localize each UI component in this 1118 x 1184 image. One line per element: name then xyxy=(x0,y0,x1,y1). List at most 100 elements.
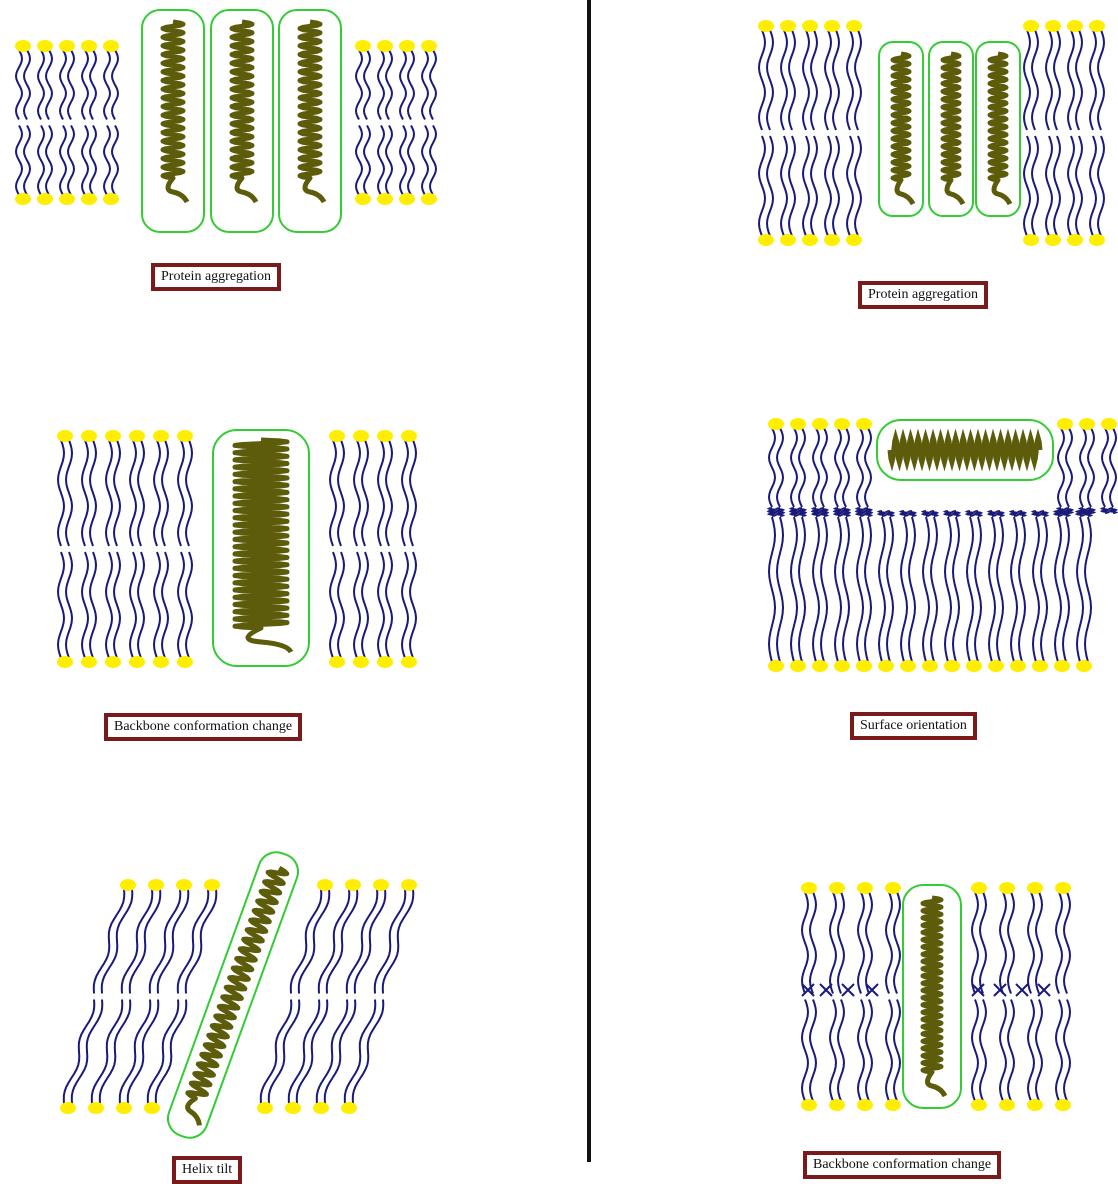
lipid-tail xyxy=(972,1000,978,1102)
lipid-head xyxy=(999,1099,1015,1111)
helix xyxy=(179,865,292,1125)
lipid-tail xyxy=(857,511,863,516)
lipid-head xyxy=(829,1099,845,1111)
lipid-head xyxy=(824,234,840,246)
lipid-tail xyxy=(297,1000,328,1105)
lipid-tail xyxy=(82,126,88,196)
lipid-head xyxy=(399,193,415,205)
lipid-tail xyxy=(830,1000,836,1102)
lipid-head xyxy=(802,234,818,246)
lipid-tail xyxy=(104,50,110,120)
lipid-tail xyxy=(1036,1000,1042,1102)
lipid-tail xyxy=(114,552,120,658)
lipid-tail xyxy=(66,440,72,546)
lipid-tail xyxy=(158,889,189,994)
lipid-tail xyxy=(865,517,871,662)
lipid-tail xyxy=(1058,428,1064,507)
lipid-head xyxy=(1101,418,1117,430)
helix xyxy=(890,438,1040,462)
lipid-tail xyxy=(866,1000,872,1102)
lipid-tail xyxy=(1077,517,1083,662)
lipid-tail xyxy=(1055,517,1061,662)
lipid-tail xyxy=(386,50,392,120)
lipid-head xyxy=(834,418,850,430)
lipid-tail xyxy=(1068,30,1074,130)
lipid-tail xyxy=(112,50,118,120)
lipid-tail xyxy=(887,517,893,662)
lipid-tail xyxy=(130,552,136,658)
lipid-tail xyxy=(1011,511,1017,516)
lipid-head xyxy=(1089,234,1105,246)
lipid-tail xyxy=(931,517,937,662)
lipid-tail xyxy=(799,517,805,662)
lipid-tail xyxy=(1076,30,1082,130)
lipid-head xyxy=(329,656,345,668)
lipid-tail xyxy=(355,889,386,994)
lipid-tail xyxy=(759,30,765,130)
lipid-tail xyxy=(759,136,765,236)
lipid-tail xyxy=(813,517,819,662)
lipid-tail xyxy=(354,552,360,658)
lipid-tail xyxy=(1110,428,1116,507)
lipid-tail xyxy=(1008,892,1014,994)
lipid-tail xyxy=(866,892,872,994)
lipid-tail xyxy=(338,440,344,546)
lipid-head xyxy=(944,660,960,672)
lipid-tail xyxy=(821,517,827,662)
lipid-tail xyxy=(923,511,929,516)
lipid-head xyxy=(59,193,75,205)
lipid-tail xyxy=(1077,511,1083,516)
lipid-head xyxy=(878,660,894,672)
lipid-tail xyxy=(430,126,436,196)
lipid-tail xyxy=(82,50,88,120)
lipid-tail xyxy=(1046,136,1052,236)
caption-right-middle: Surface orientation xyxy=(850,712,977,740)
lipid-tail xyxy=(186,552,192,658)
lipid-head xyxy=(1045,20,1061,32)
lipid-tail xyxy=(422,50,428,120)
lipid-tail xyxy=(402,552,408,658)
lipid-head xyxy=(59,40,75,52)
lipid-tail xyxy=(430,50,436,120)
lipid-tail xyxy=(843,511,849,516)
lipid-tail xyxy=(100,1000,131,1105)
helix xyxy=(300,22,324,202)
lipid-tail xyxy=(1064,1000,1070,1102)
lipid-tail xyxy=(855,136,861,236)
lipid-tail xyxy=(186,440,192,546)
lipid-tail xyxy=(802,1000,808,1102)
lipid-tail xyxy=(1063,517,1069,662)
lipid-tail xyxy=(1032,136,1038,236)
lipid-tail xyxy=(791,428,797,507)
lipid-head xyxy=(313,1102,329,1114)
lipid-tail xyxy=(1110,508,1116,513)
lipid-head xyxy=(834,660,850,672)
helix xyxy=(893,54,913,204)
lipid-tail xyxy=(1102,428,1108,507)
lipid-tail xyxy=(909,511,915,516)
lipid-tail xyxy=(1080,428,1086,507)
lipid-head xyxy=(1055,1099,1071,1111)
lipid-tail xyxy=(810,1000,816,1102)
lipid-head xyxy=(885,1099,901,1111)
lipid-tail xyxy=(799,428,805,507)
lipid-tail xyxy=(821,428,827,507)
lipid-tail xyxy=(330,440,336,546)
lipid-head xyxy=(399,40,415,52)
lipid-head xyxy=(790,418,806,430)
caption-left-bottom: Helix tilt xyxy=(172,1156,242,1184)
lipid-head xyxy=(353,656,369,668)
lipid-tail xyxy=(378,552,384,658)
caption-right-top: Protein aggregation xyxy=(858,281,988,309)
lipid-tail xyxy=(1064,892,1070,994)
lipid-tail xyxy=(178,889,209,994)
lipid-tail xyxy=(980,892,986,994)
lipid-head xyxy=(401,430,417,442)
lipid-tail xyxy=(989,517,995,662)
lipid-head xyxy=(1079,418,1095,430)
lipid-tail xyxy=(857,517,863,662)
lipid-head xyxy=(1027,1099,1043,1111)
lipid-tail xyxy=(901,511,907,516)
lipid-tail xyxy=(150,889,181,994)
